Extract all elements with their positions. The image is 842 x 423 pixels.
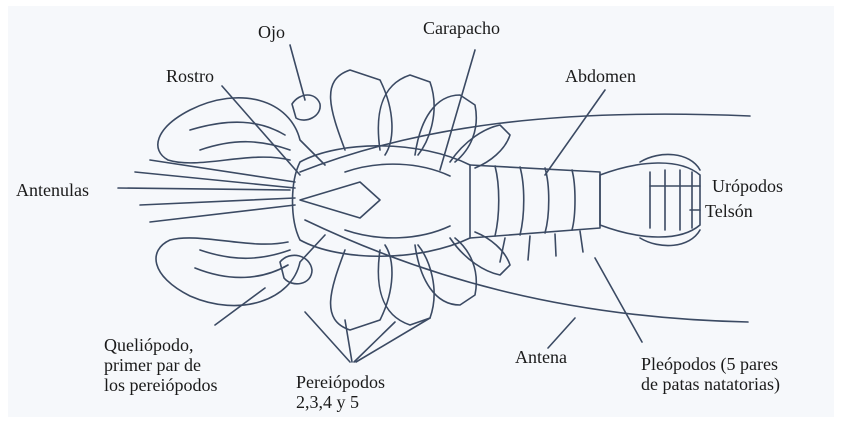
antennule-4: [150, 205, 295, 222]
abdomen: [470, 165, 600, 238]
leader-pereiopodos-1: [305, 312, 350, 362]
leader-antenulas: [118, 188, 290, 190]
antennule-1: [150, 160, 295, 182]
label-antenulas: Antenulas: [16, 180, 89, 200]
leader-rostro: [222, 86, 300, 175]
rostrum: [300, 182, 380, 218]
label-antena: Antena: [515, 347, 567, 367]
eye-stalk-lower: [280, 255, 312, 284]
antennule-2: [135, 172, 295, 188]
label-queliopodo: Queliópodo, primer par de los pereiópodo…: [104, 335, 217, 395]
uropods: [640, 154, 700, 245]
eye-stalk-upper: [292, 95, 320, 120]
leader-abdomen: [545, 90, 605, 175]
leader-ojo: [290, 45, 305, 100]
antenna-lower: [305, 220, 748, 322]
antenna-upper: [300, 114, 750, 172]
carapace: [293, 146, 471, 256]
label-telson: Telsón: [705, 201, 753, 221]
label-ojo: Ojo: [258, 22, 285, 42]
leader-queliopodo: [215, 288, 265, 325]
label-rostro: Rostro: [166, 66, 214, 86]
label-uropodos: Urópodos: [712, 176, 783, 196]
leader-pereiopodos-2: [345, 320, 352, 362]
claw-lower: [156, 235, 325, 306]
label-pereiopodos: Pereiópodos 2,3,4 y 5: [296, 372, 385, 412]
leader-antena: [548, 318, 575, 348]
label-abdomen: Abdomen: [565, 66, 636, 86]
antennule-3: [140, 198, 295, 205]
label-carapacho: Carapacho: [423, 18, 500, 38]
label-pleopodos: Pleópodos (5 pares de patas natatorias): [641, 354, 780, 394]
leader-pleopodos: [595, 258, 642, 342]
